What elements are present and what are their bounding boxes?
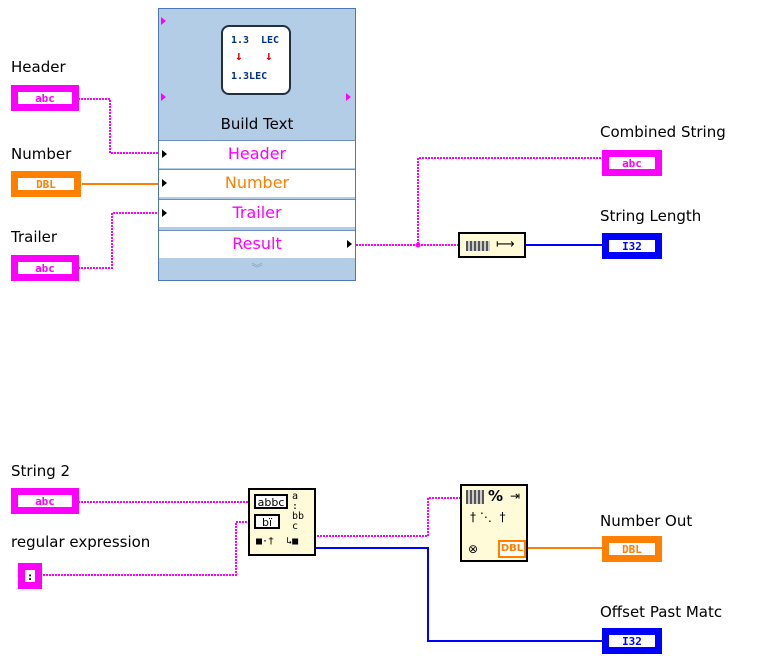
build-text-title: Build Text — [220, 115, 294, 133]
offset-past-match-indicator[interactable]: I32 — [602, 628, 662, 654]
input-arrow-icon — [162, 179, 167, 187]
string-length-function-icon — [466, 241, 490, 251]
result-to-combined-string-wire[interactable] — [356, 157, 604, 246]
build-text-icon: 1.3 LEC ↓ ↓ 1.3LEC — [221, 25, 291, 95]
length-arrows-icon: ⟼ — [496, 237, 515, 252]
build-text-input-header[interactable]: Header — [159, 140, 355, 168]
wire-junction — [415, 242, 421, 248]
number-label: Number — [11, 145, 72, 163]
combined-string-label: Combined String — [600, 123, 726, 141]
string2-label: String 2 — [11, 462, 71, 480]
regex-label: regular expression — [11, 533, 151, 551]
offset-marker-icon: ⊗ — [468, 542, 479, 556]
string2-terminal-type: abc — [17, 494, 73, 508]
percent-glyph: % — [488, 487, 504, 505]
number-out-indicator[interactable]: DBL — [602, 536, 662, 562]
header-terminal[interactable]: abc — [11, 85, 79, 111]
input-arrow-icon — [161, 17, 166, 25]
header-label: Header — [11, 58, 66, 76]
header-terminal-type: abc — [17, 91, 73, 105]
regex-terminal-type: : — [24, 569, 36, 583]
row-label: Result — [232, 234, 282, 253]
regex-terminal[interactable]: : — [18, 563, 42, 589]
combined-string-type: abc — [608, 156, 656, 170]
expand-chevron-icon[interactable]: ︾ — [251, 262, 263, 275]
number-terminal[interactable]: DBL — [11, 171, 81, 197]
header-wire[interactable] — [78, 98, 160, 154]
row-label: Number — [224, 173, 290, 192]
number-out-label: Number Out — [600, 512, 693, 530]
build-text-input-trailer[interactable]: Trailer — [159, 199, 355, 227]
icon-text-top-right: LEC — [261, 35, 280, 46]
fract-exp-string-to-number-function[interactable]: % ⇥ † ⋱ † ⊗ DBL — [460, 484, 528, 562]
icon-text-top-left: 1.3 — [231, 35, 250, 46]
row-label: Header — [227, 144, 287, 163]
trailer-terminal-type: abc — [17, 261, 73, 275]
input-arrow-icon — [161, 93, 166, 101]
row-label: Trailer — [232, 203, 282, 222]
input-arrow-icon — [162, 150, 167, 158]
icon-text-bottom: 1.3LEC — [231, 71, 268, 82]
number-out-type: DBL — [608, 542, 656, 556]
combined-string-indicator[interactable]: abc — [602, 150, 662, 176]
number-terminal-type: DBL — [17, 177, 75, 191]
trailer-terminal[interactable]: abc — [11, 255, 79, 281]
build-text-input-number[interactable]: Number — [159, 169, 355, 197]
arrow-into-icon: ⇥ — [510, 489, 521, 503]
string-length-indicator[interactable]: I32 — [602, 233, 662, 259]
match-pattern-function-icon: abbc — [254, 494, 288, 509]
match-bottom-marks-icon: ■·† ↳■ — [256, 536, 299, 547]
dotted-diagonal-icon: † ⋱ † — [470, 510, 506, 524]
offset-wire[interactable] — [314, 547, 604, 642]
output-arrow-icon — [347, 240, 352, 248]
trailer-label: Trailer — [11, 228, 58, 246]
down-arrow-icon: ↓ — [235, 49, 243, 64]
output-arrow-icon — [346, 93, 351, 101]
dbl-output-badge: DBL — [498, 540, 526, 558]
input-arrow-icon — [162, 209, 167, 217]
fract-exp-string-to-number-function-icon — [466, 490, 484, 504]
offset-past-match-label: Offset Past Matc — [600, 603, 723, 621]
build-text-express-vi[interactable]: 1.3 LEC ↓ ↓ 1.3LEC Build Text Header Num… — [158, 8, 356, 281]
string-length-function[interactable]: ⟼ — [458, 232, 526, 258]
down-arrow-icon: ↓ — [265, 49, 273, 64]
match-pattern-mid-box: bï — [254, 514, 280, 529]
string-length-label: String Length — [600, 207, 702, 225]
string-length-type: I32 — [608, 239, 656, 253]
offset-past-match-type: I32 — [608, 634, 656, 648]
regex-wire[interactable] — [40, 521, 248, 576]
string2-terminal[interactable]: abc — [11, 488, 79, 514]
build-text-output-result[interactable]: Result — [159, 230, 355, 258]
trailer-wire[interactable] — [78, 212, 160, 269]
after-match-wire[interactable] — [314, 497, 460, 537]
